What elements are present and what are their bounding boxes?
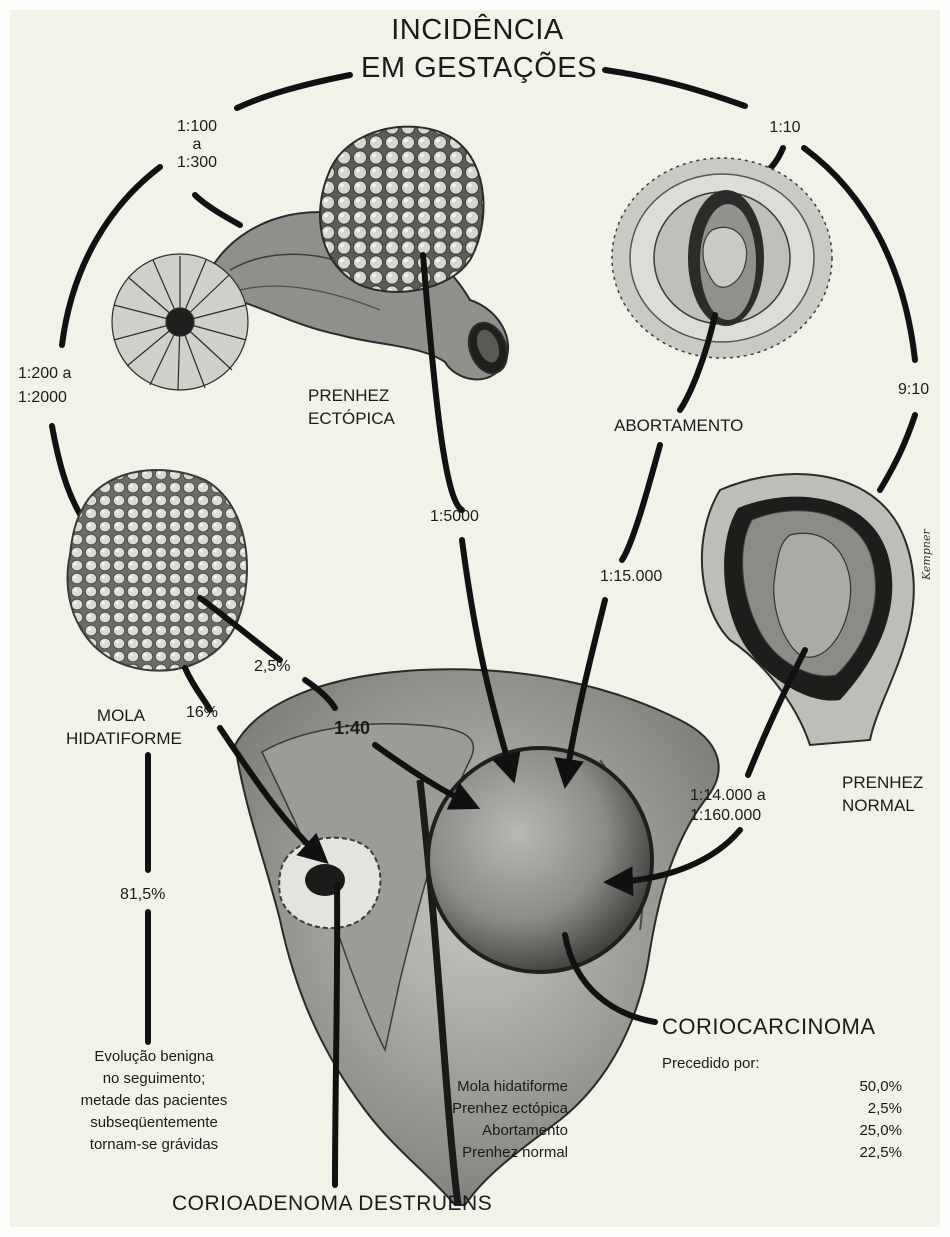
ratio-mole-to-chorio: 2,5% (254, 657, 290, 677)
note-benign-evolution: Evolução benigna no seguimento; metade d… (56, 1046, 252, 1156)
arc-ectopic-left-top (195, 195, 240, 225)
title-line-1: INCIDÊNCIA (360, 14, 595, 47)
label-mole: MOLA HIDATIFORME (66, 704, 176, 750)
ratio-normal: 9:10 (898, 380, 929, 400)
title-line-2: EM GESTAÇÕES (350, 52, 608, 85)
arc-title-left (237, 75, 350, 108)
artist-signature: Kempner (920, 529, 933, 581)
ratio-ectopic-to-chorio: 1:5000 (430, 507, 479, 527)
ratio-ectopic: 1:100 a 1:300 (152, 118, 242, 172)
preceded-row-name: Prenhez ectópica (452, 1100, 568, 1117)
abortion-illustration (612, 158, 832, 358)
fimbriae (112, 254, 248, 390)
preceded-row-value: 22,5% (838, 1144, 902, 1161)
ratio-mole-to-chorio-bold: 1:40 (334, 718, 370, 738)
preceded-row-value: 25,0% (838, 1122, 902, 1139)
label-corioadenoma: CORIOADENOMA DESTRUENS (172, 1192, 492, 1216)
normal-pregnancy-illustration (702, 474, 914, 745)
hydatidiform-mole-illustration (67, 470, 247, 671)
label-normal: PRENHEZ NORMAL (842, 771, 923, 817)
label-abortion: ABORTAMENTO (614, 414, 743, 437)
ratio-normal-to-chorio: 1:14.000 a 1:160.000 (690, 786, 786, 826)
arc-right-lower (880, 415, 915, 490)
preceded-row-name: Mola hidatiforme (457, 1078, 568, 1095)
preceded-row-value: 50,0% (838, 1078, 902, 1095)
choriocarcinoma-sphere (428, 748, 652, 972)
ratio-abortion-to-chorio: 1:15.000 (600, 567, 662, 587)
preceded-row-value: 2,5% (838, 1100, 902, 1117)
label-choriocarcinoma: CORIOCARCINOMA (662, 1014, 876, 1040)
ratio-mole: 1:200 a 1:2000 (18, 362, 71, 410)
preceded-row-name: Abortamento (482, 1122, 568, 1139)
uterus-illustration (235, 669, 719, 1205)
ratio-mole-to-adenoma: 16% (186, 703, 218, 723)
label-ectopic: PRENHEZ ECTÓPICA (308, 384, 395, 430)
ratio-mole-benign: 81,5% (120, 885, 165, 905)
arc-title-right (605, 70, 745, 106)
ratio-abortion: 1:10 (755, 118, 815, 138)
preceded-row-name: Prenhez normal (462, 1144, 568, 1161)
preceded-heading: Precedido por: (662, 1053, 760, 1075)
line-adenoma-label (335, 885, 337, 1185)
